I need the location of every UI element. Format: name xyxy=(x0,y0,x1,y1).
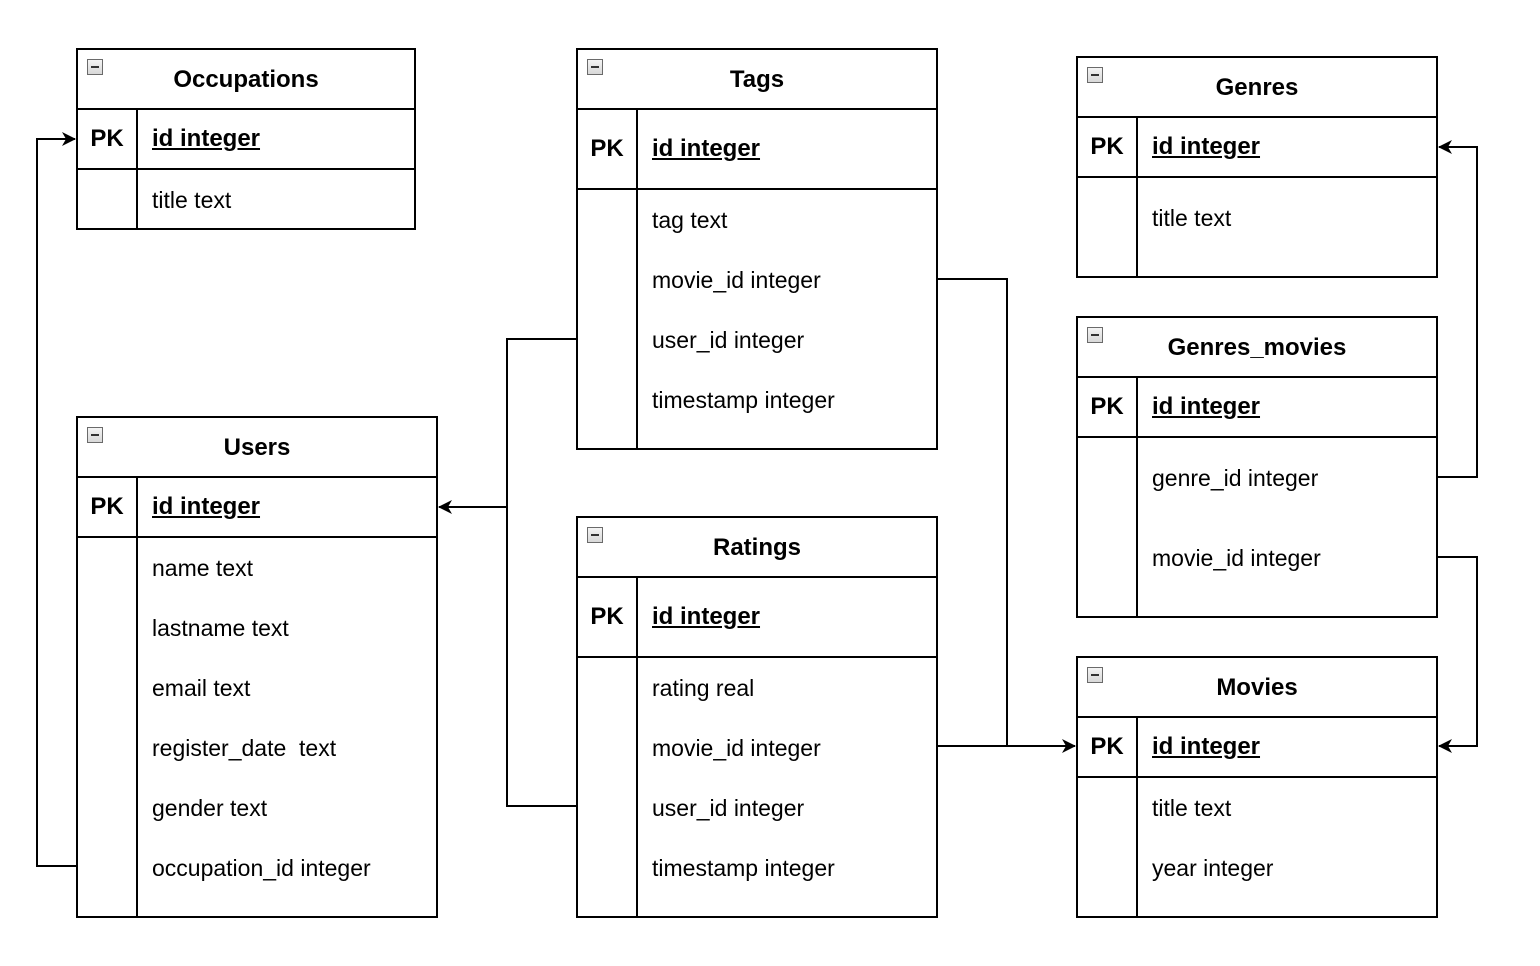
collapse-icon[interactable] xyxy=(1087,327,1103,343)
field-year: year integer xyxy=(1152,855,1274,881)
field-movie-id: movie_id integer xyxy=(652,735,821,761)
pk-label: PK xyxy=(1090,393,1124,420)
pk-field: id integer xyxy=(652,603,761,630)
link-ratings-user-to-users xyxy=(506,507,577,807)
field-tag: tag text xyxy=(652,207,728,233)
table-header: Tags xyxy=(578,50,936,110)
field-rating: rating real xyxy=(652,675,755,701)
table-genres-movies[interactable]: Genres_movies PK id integer genre_id int… xyxy=(1076,316,1438,618)
table-header: Genres_movies xyxy=(1078,318,1436,378)
column-divider xyxy=(1136,118,1138,276)
collapse-icon[interactable] xyxy=(1087,667,1103,683)
collapse-icon[interactable] xyxy=(87,427,103,443)
collapse-icon[interactable] xyxy=(1087,67,1103,83)
pk-label: PK xyxy=(590,603,624,630)
link-tags-movie-to-movies xyxy=(937,278,1008,746)
field-movie-id: movie_id integer xyxy=(652,267,821,293)
primary-key-row: PK id integer xyxy=(1078,718,1436,778)
pk-field: id integer xyxy=(1152,733,1261,760)
table-title: Ratings xyxy=(712,534,801,561)
table-header: Ratings xyxy=(578,518,936,578)
table-occupations[interactable]: Occupations PK id integer title text xyxy=(76,48,416,230)
pk-label: PK xyxy=(1090,133,1124,160)
field-lastname: lastname text xyxy=(152,615,289,641)
field-register-date: register_date text xyxy=(152,735,337,761)
table-title: Occupations xyxy=(173,66,319,93)
field-occupation-id: occupation_id integer xyxy=(152,855,371,881)
pk-field: id integer xyxy=(652,135,761,162)
column-divider xyxy=(1136,718,1138,916)
pk-field: id integer xyxy=(152,125,261,152)
pk-label: PK xyxy=(90,493,124,520)
field-email: email text xyxy=(152,675,251,701)
primary-key-row: PK id integer xyxy=(1078,378,1436,438)
table-header: Genres xyxy=(1078,58,1436,118)
field-user-id: user_id integer xyxy=(652,795,805,821)
field-title: title text xyxy=(1152,205,1232,231)
field-title: title text xyxy=(152,187,232,213)
column-divider xyxy=(1136,378,1138,616)
primary-key-row: PK id integer xyxy=(78,110,414,170)
table-title: Genres_movies xyxy=(1167,334,1347,361)
collapse-icon[interactable] xyxy=(87,59,103,75)
table-title: Users xyxy=(223,434,291,461)
pk-label: PK xyxy=(1090,733,1124,760)
field-user-id: user_id integer xyxy=(652,327,805,353)
primary-key-row: PK id integer xyxy=(578,110,936,190)
column-divider xyxy=(136,110,138,228)
field-title: title text xyxy=(1152,795,1232,821)
link-genres-movies-genre-to-genres xyxy=(1437,140,1478,478)
link-users-occupation-to-occupations xyxy=(36,132,77,867)
field-genre-id: genre_id integer xyxy=(1152,465,1319,491)
table-tags[interactable]: Tags PK id integer tag text movie_id int… xyxy=(576,48,938,450)
column-divider xyxy=(136,478,138,916)
table-ratings[interactable]: Ratings PK id integer rating real movie_… xyxy=(576,516,938,918)
table-title: Tags xyxy=(729,66,785,93)
pk-label: PK xyxy=(90,125,124,152)
table-header: Users xyxy=(78,418,436,478)
pk-field: id integer xyxy=(1152,133,1261,160)
table-movies[interactable]: Movies PK id integer title text year int… xyxy=(1076,656,1438,918)
field-gender: gender text xyxy=(152,795,268,821)
pk-field: id integer xyxy=(152,493,261,520)
pk-field: id integer xyxy=(1152,393,1261,420)
table-header: Occupations xyxy=(78,50,414,110)
primary-key-row: PK id integer xyxy=(78,478,436,538)
field-name: name text xyxy=(152,555,253,581)
table-title: Movies xyxy=(1216,674,1298,701)
table-genres[interactable]: Genres PK id integer title text xyxy=(1076,56,1438,278)
field-timestamp: timestamp integer xyxy=(652,855,835,881)
pk-label: PK xyxy=(590,135,624,162)
column-divider xyxy=(636,110,638,448)
collapse-icon[interactable] xyxy=(587,527,603,543)
link-genres-movies-movie-to-movies xyxy=(1437,556,1478,753)
primary-key-row: PK id integer xyxy=(1078,118,1436,178)
table-header: Movies xyxy=(1078,658,1436,718)
table-title: Genres xyxy=(1215,74,1299,101)
field-movie-id: movie_id integer xyxy=(1152,545,1321,571)
field-timestamp: timestamp integer xyxy=(652,387,835,413)
collapse-icon[interactable] xyxy=(587,59,603,75)
table-users[interactable]: Users PK id integer name text lastname t… xyxy=(76,416,438,918)
column-divider xyxy=(636,578,638,916)
link-tags-user-to-users xyxy=(438,338,577,514)
primary-key-row: PK id integer xyxy=(578,578,936,658)
